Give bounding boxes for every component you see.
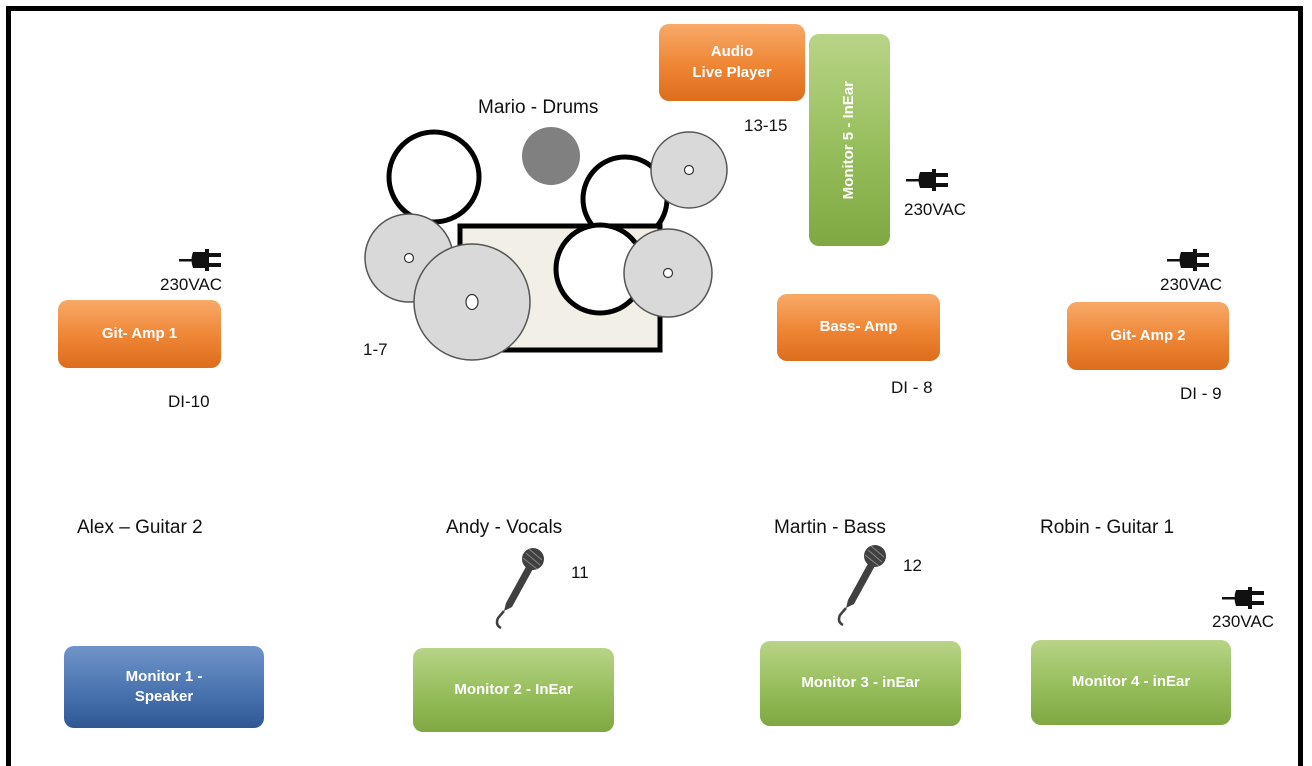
stage-plot <box>6 6 1303 766</box>
monitor-3-box: Monitor 3 - inEar <box>760 641 961 726</box>
audio-player-label-line2: Live Player <box>692 63 772 81</box>
power-label-git1: 230VAC <box>160 275 223 294</box>
power-label-robin: 230VAC <box>1212 612 1275 631</box>
drum-kit-icon <box>364 127 728 361</box>
monitor-1-box: Monitor 1 - Speaker <box>64 646 264 728</box>
audio-player-channels: 13-15 <box>744 116 788 135</box>
git-amp-2-label: Git- Amp 2 <box>1110 326 1186 344</box>
git-amp-1-box: Git- Amp 1 <box>58 300 221 368</box>
monitor-3-label: Monitor 3 - inEar <box>801 674 920 692</box>
power-label-drums: 230VAC <box>904 200 967 219</box>
monitor-4-label: Monitor 4 - inEar <box>1071 673 1191 691</box>
power-plug-icon <box>179 249 221 271</box>
monitor-4-box: Monitor 4 - inEar <box>1031 640 1231 725</box>
monitor-1-label-line2: Speaker <box>134 688 194 705</box>
monitor-1-label-line1: Monitor 1 - <box>125 667 203 685</box>
monitor-5-label: Monitor 5 - InEar <box>840 80 858 200</box>
musician-robin: Robin - Guitar 1 <box>1040 517 1175 538</box>
power-label-git2: 230VAC <box>1160 275 1223 294</box>
microphone-icon <box>495 548 544 630</box>
musician-martin: Martin - Bass <box>774 517 886 538</box>
power-plug-icon <box>1167 249 1209 271</box>
bass-amp-di: DI - 8 <box>891 378 933 397</box>
monitor-2-label: Monitor 2 - InEar <box>454 680 573 698</box>
mic-andy-channel: 11 <box>571 563 589 582</box>
musician-andy: Andy - Vocals <box>446 517 563 538</box>
microphone-icon <box>837 545 886 627</box>
power-plug-icon <box>906 169 948 191</box>
audio-player-label-line1: Audio <box>710 43 754 61</box>
bass-amp-box: Bass- Amp <box>777 294 940 361</box>
git-amp-1-di: DI-10 <box>168 392 210 411</box>
git-amp-1-label: Git- Amp 1 <box>101 324 178 342</box>
mic-martin-channel: 12 <box>903 556 922 575</box>
musician-alex: Alex – Guitar 2 <box>77 517 203 538</box>
git-amp-2-di: DI - 9 <box>1180 384 1222 403</box>
drums-channels: 1-7 <box>363 340 388 359</box>
git-amp-2-box: Git- Amp 2 <box>1067 302 1229 370</box>
bass-amp-label: Bass- Amp <box>819 318 898 336</box>
monitor-2-box: Monitor 2 - InEar <box>413 648 614 732</box>
drums-title: Mario - Drums <box>478 97 599 118</box>
monitor-5-box: Monitor 5 - InEar <box>809 34 890 246</box>
power-plug-icon <box>1222 587 1264 609</box>
